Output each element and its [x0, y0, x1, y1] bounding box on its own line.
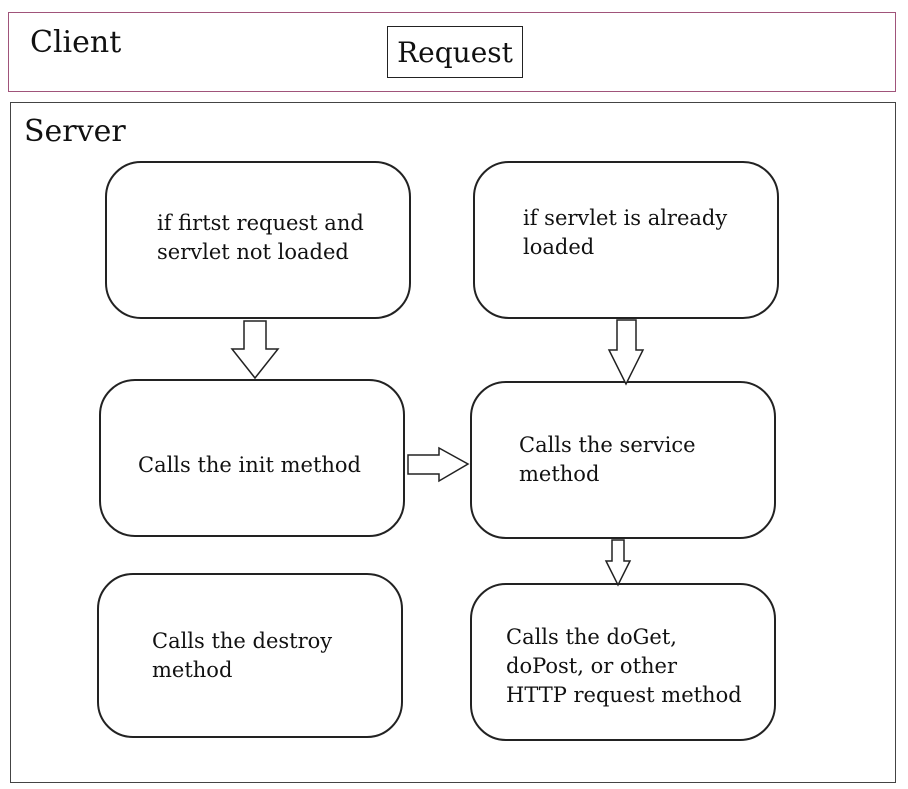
service-method-node: Calls the service method [470, 381, 776, 539]
init-method-node: Calls the init method [99, 379, 405, 537]
already-loaded-label: if servlet is already loaded [523, 206, 728, 259]
destroy-method-label: Calls the destroy method [152, 629, 333, 682]
client-panel [8, 12, 896, 92]
already-loaded-node: if servlet is already loaded [473, 161, 779, 319]
destroy-method-node: Calls the destroy method [97, 573, 403, 738]
http-methods-label: Calls the doGet, doPost, or other HTTP r… [506, 625, 742, 707]
arrow-init-to-service [407, 446, 470, 483]
first-request-node: if firtst request and servlet not loaded [105, 161, 411, 319]
init-method-label: Calls the init method [138, 453, 362, 477]
arrow-service-to-doget [604, 539, 632, 587]
first-request-label: if firtst request and servlet not loaded [157, 211, 364, 264]
server-panel [10, 102, 896, 783]
client-title: Client [30, 25, 122, 60]
arrow-first-to-init [230, 320, 280, 380]
request-box: Request [387, 26, 523, 78]
service-method-label: Calls the service method [519, 433, 696, 486]
server-title: Server [24, 114, 126, 149]
arrow-loaded-to-service [607, 319, 645, 386]
http-methods-node: Calls the doGet, doPost, or other HTTP r… [470, 583, 776, 741]
